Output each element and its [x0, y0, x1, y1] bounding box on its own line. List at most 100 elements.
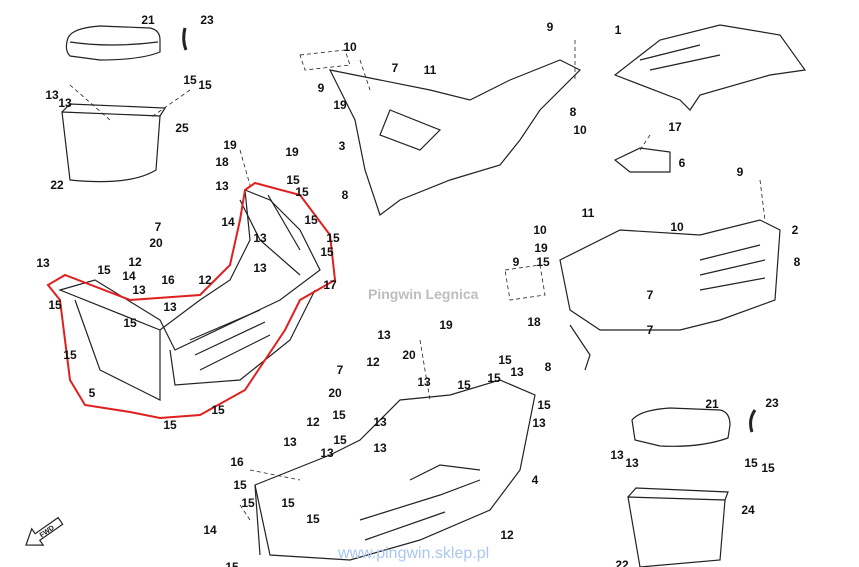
- part-callout-13: 13: [132, 283, 146, 297]
- storage-box-bottom-right: [627, 487, 729, 567]
- part-callout-15: 15: [304, 213, 318, 227]
- part-callout-12: 12: [306, 415, 320, 429]
- part-6: [613, 147, 671, 173]
- part-callout-6: 6: [678, 156, 686, 170]
- part-callout-15: 15: [286, 173, 300, 187]
- part-callout-24: 24: [741, 503, 755, 517]
- assembly-guide-lines: [69, 40, 766, 521]
- part-callout-22: 22: [615, 558, 629, 567]
- part-callout-11: 11: [581, 206, 595, 220]
- part-callout-10: 10: [343, 40, 357, 54]
- part-callout-1: 1: [614, 23, 622, 37]
- part-callout-13: 13: [36, 256, 50, 270]
- part-callout-7: 7: [646, 288, 654, 302]
- part-callout-13: 13: [377, 328, 391, 342]
- part-callout-9: 9: [512, 255, 520, 269]
- part-callout-10: 10: [573, 123, 587, 137]
- part-callout-15: 15: [333, 433, 347, 447]
- part-callout-22: 22: [50, 178, 64, 192]
- part-callout-9: 9: [546, 20, 554, 34]
- part-callout-8: 8: [341, 188, 349, 202]
- part-callout-21: 21: [705, 397, 719, 411]
- part-callout-13: 13: [45, 88, 59, 102]
- part-callout-13: 13: [532, 416, 546, 430]
- svg-text:FWD: FWD: [39, 524, 56, 539]
- part-callout-15: 15: [457, 378, 471, 392]
- storage-box-lid-top-left: [65, 25, 161, 61]
- part-callout-13: 13: [373, 441, 387, 455]
- part-callout-18: 18: [215, 155, 229, 169]
- part-callout-12: 12: [198, 273, 212, 287]
- part-callout-15: 15: [225, 560, 239, 567]
- part-callout-15: 15: [332, 408, 346, 422]
- left-fender: [328, 59, 582, 216]
- part-callout-17: 17: [668, 120, 682, 134]
- part-callout-7: 7: [336, 363, 344, 377]
- part-callout-20: 20: [402, 348, 416, 362]
- part-callout-15: 15: [241, 496, 255, 510]
- part-callout-8: 8: [544, 360, 552, 374]
- right-fender: [559, 219, 781, 371]
- part-callout-13: 13: [320, 446, 334, 460]
- part-callout-15: 15: [233, 478, 247, 492]
- part-callout-12: 12: [500, 528, 514, 542]
- part-callout-15: 15: [183, 73, 197, 87]
- part-callout-10: 10: [670, 220, 684, 234]
- part-callout-13: 13: [215, 179, 229, 193]
- part-callout-19: 19: [285, 145, 299, 159]
- highlight-outline: [46, 181, 337, 420]
- part-callout-14: 14: [122, 269, 136, 283]
- part-callout-15: 15: [761, 461, 775, 475]
- part-callout-8: 8: [569, 105, 577, 119]
- left-footwell: [58, 189, 321, 401]
- part-callout-25: 25: [175, 121, 189, 135]
- strap-23: [182, 27, 188, 51]
- part-callout-15: 15: [97, 263, 111, 277]
- part-callout-10: 10: [533, 223, 547, 237]
- part-callout-18: 18: [527, 315, 541, 329]
- part-callout-15: 15: [306, 512, 320, 526]
- part-callout-21: 21: [141, 13, 155, 27]
- part-callout-14: 14: [221, 215, 235, 229]
- part-callout-15: 15: [487, 371, 501, 385]
- right-footwell: [254, 379, 536, 561]
- front-cover: [613, 24, 807, 111]
- part-callout-15: 15: [536, 255, 550, 269]
- part-callout-13: 13: [58, 96, 72, 110]
- part-callout-13: 13: [373, 415, 387, 429]
- part-callout-15: 15: [281, 496, 295, 510]
- part-callout-15: 15: [537, 398, 551, 412]
- strap-23-bottom: [749, 409, 757, 433]
- storage-box-top-left: [61, 103, 167, 183]
- part-callout-23: 23: [765, 396, 779, 410]
- part-callout-9: 9: [736, 165, 744, 179]
- part-callout-15: 15: [163, 418, 177, 432]
- part-callout-15: 15: [295, 185, 309, 199]
- part-callout-7: 7: [154, 220, 162, 234]
- part-callout-4: 4: [531, 473, 539, 487]
- part-callout-13: 13: [253, 231, 267, 245]
- part-callout-13: 13: [253, 261, 267, 275]
- part-callout-19: 19: [333, 98, 347, 112]
- part-callout-16: 16: [161, 273, 175, 287]
- part-callout-11: 11: [423, 63, 437, 77]
- part-callout-14: 14: [203, 523, 217, 537]
- part-callout-15: 15: [320, 245, 334, 259]
- part-callout-15: 15: [123, 316, 137, 330]
- storage-box-lid-bottom-right: [631, 407, 731, 447]
- watermark-shop-name: Pingwin Legnica: [368, 286, 479, 302]
- part-callout-13: 13: [417, 375, 431, 389]
- part-callout-2: 2: [791, 223, 799, 237]
- part-callout-13: 13: [510, 365, 524, 379]
- part-callout-13: 13: [610, 448, 624, 462]
- part-callout-13: 13: [625, 456, 639, 470]
- part-callout-15: 15: [744, 456, 758, 470]
- part-callout-3: 3: [338, 139, 346, 153]
- part-callout-12: 12: [128, 255, 142, 269]
- part-callout-16: 16: [230, 455, 244, 469]
- part-callout-7: 7: [646, 323, 654, 337]
- part-callout-15: 15: [198, 78, 212, 92]
- part-callout-19: 19: [534, 241, 548, 255]
